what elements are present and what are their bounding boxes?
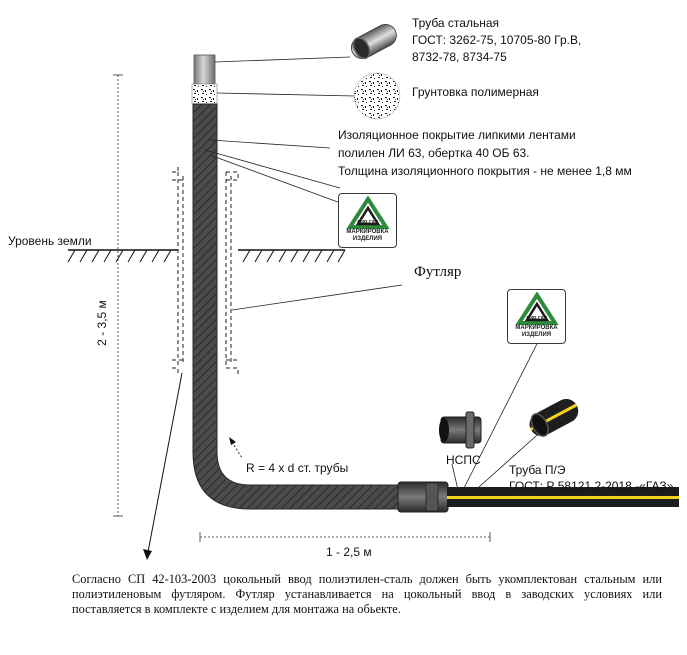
- steel-pipe-top: [193, 54, 216, 86]
- installation-note: Согласно СП 42-103-2003 цокольный ввод п…: [72, 572, 662, 616]
- nsps-label: НСПС: [446, 453, 481, 467]
- leader-lines: [204, 56, 546, 496]
- insulation-label-3: Толщина изоляционного покрытия - не мене…: [338, 164, 632, 178]
- brand-name: АИР-ГАЗ: [356, 220, 379, 226]
- nsps-coupling-ring: [425, 482, 439, 512]
- note-arrow-line: [147, 372, 183, 553]
- nsps-coupling: [397, 481, 449, 513]
- primer-label: Грунтовка полимерная: [412, 85, 539, 99]
- primer-band: [191, 83, 218, 105]
- length-dim-label: 1 - 2,5 м: [326, 545, 372, 559]
- radius-label: R = 4 x d ст. трубы: [246, 461, 349, 475]
- brand-name-2: АИР-ГАЗ: [525, 316, 548, 322]
- insulation-label-1: Изоляционное покрытие липкими лентами: [338, 128, 576, 142]
- note-arrow-head: [143, 549, 152, 560]
- sleeve: [172, 166, 239, 374]
- brand-logo-top: АИР-ГАЗ МАРКИРОВКА ИЗДЕЛИЯ: [338, 193, 397, 248]
- brand-logo-mark: [346, 196, 390, 229]
- steel-pipe-label: Труба стальная: [412, 16, 500, 30]
- pe-pipe-icon: [529, 398, 579, 437]
- pe-pipe-label: Труба П/Э: [509, 463, 566, 477]
- logo-caption-line2-2: ИЗДЕЛИЯ: [521, 332, 552, 338]
- steel-pipe-gost-2: 8732-78, 8734-75: [412, 50, 507, 64]
- brand-logo-mark-2: [515, 292, 559, 325]
- insulation-label-2: полилен ЛИ 63, обертка 40 ОБ 63.: [338, 146, 530, 160]
- ground-level-label: Уровень земли: [8, 234, 92, 248]
- steel-pipe-gost-1: ГОСТ: 3262-75, 10705-80 Гр.В,: [412, 33, 582, 47]
- ground-hatch: [67, 249, 346, 263]
- height-dim-label: 2 - 3,5 м: [95, 300, 109, 346]
- coated-pipe: [192, 103, 411, 510]
- sleeve-label: Футляр: [414, 264, 462, 280]
- pe-pipe-stripe: [447, 496, 679, 499]
- logo-caption-line1-2: МАРКИРОВКА: [515, 325, 558, 331]
- pe-pipe-gost: ГОСТ: Р 58121.2-2018 -«ГАЗ»: [509, 479, 674, 493]
- brand-logo-right: АИР-ГАЗ МАРКИРОВКА ИЗДЕЛИЯ: [507, 289, 566, 344]
- logo-caption-line2: ИЗДЕЛИЯ: [352, 236, 383, 242]
- radius-arrow-head: [229, 437, 236, 445]
- primer-icon: [353, 72, 401, 120]
- radius-arrow-line: [231, 441, 243, 459]
- nsps-icon: [439, 411, 482, 449]
- steel-pipe-icon: [351, 24, 397, 60]
- logo-caption-line1: МАРКИРОВКА: [346, 229, 389, 235]
